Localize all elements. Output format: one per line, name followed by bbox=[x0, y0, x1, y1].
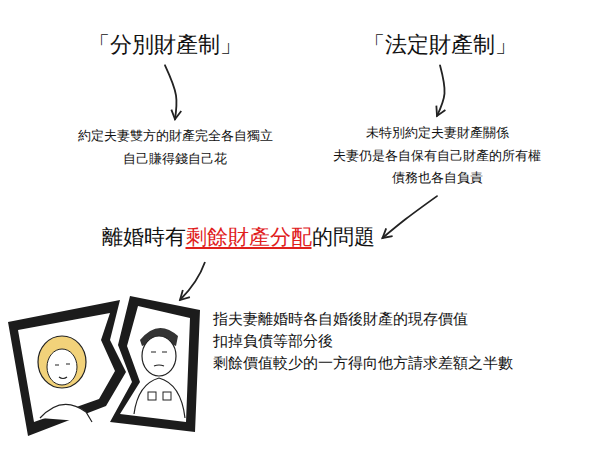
highlight-text: 剩餘財產分配 bbox=[186, 225, 312, 249]
flow-arrow bbox=[165, 65, 176, 119]
plan-description: 約定夫妻雙方的財產完全各自獨立 自己賺得錢自己花 bbox=[74, 122, 277, 174]
torn-photo bbox=[8, 296, 200, 436]
flow-arrow bbox=[437, 65, 445, 116]
node-text: 未特別約定夫妻財產關係 夫妻仍是各自保有自己財產的所有權 債務也各自負責 bbox=[333, 122, 541, 190]
plan-title: 「法定財產制」 bbox=[359, 28, 521, 63]
node-text: 離婚時有 bbox=[102, 225, 186, 249]
issue-statement: 離婚時有剩餘財產分配的問題 bbox=[98, 221, 379, 254]
node-text: 約定夫妻雙方的財產完全各自獨立 自己賺得錢自己花 bbox=[78, 125, 273, 171]
plan-title: 「分別財產制」 bbox=[84, 28, 246, 63]
plan-description: 未特別約定夫妻財產關係 夫妻仍是各自保有自己財產的所有權 債務也各自負責 bbox=[329, 119, 545, 193]
node-text: 的問題 bbox=[312, 225, 375, 249]
node-text: 「分別財產制」 bbox=[88, 31, 242, 60]
definition-note: 指夫妻離婚時各自婚後財產的現存價值 扣掉負債等部分後 剩餘價值較少的一方得向他方… bbox=[213, 308, 513, 374]
node-text: 「法定財產制」 bbox=[363, 31, 517, 60]
arrow-to-picture bbox=[180, 262, 205, 300]
flow-arrow bbox=[383, 196, 438, 238]
